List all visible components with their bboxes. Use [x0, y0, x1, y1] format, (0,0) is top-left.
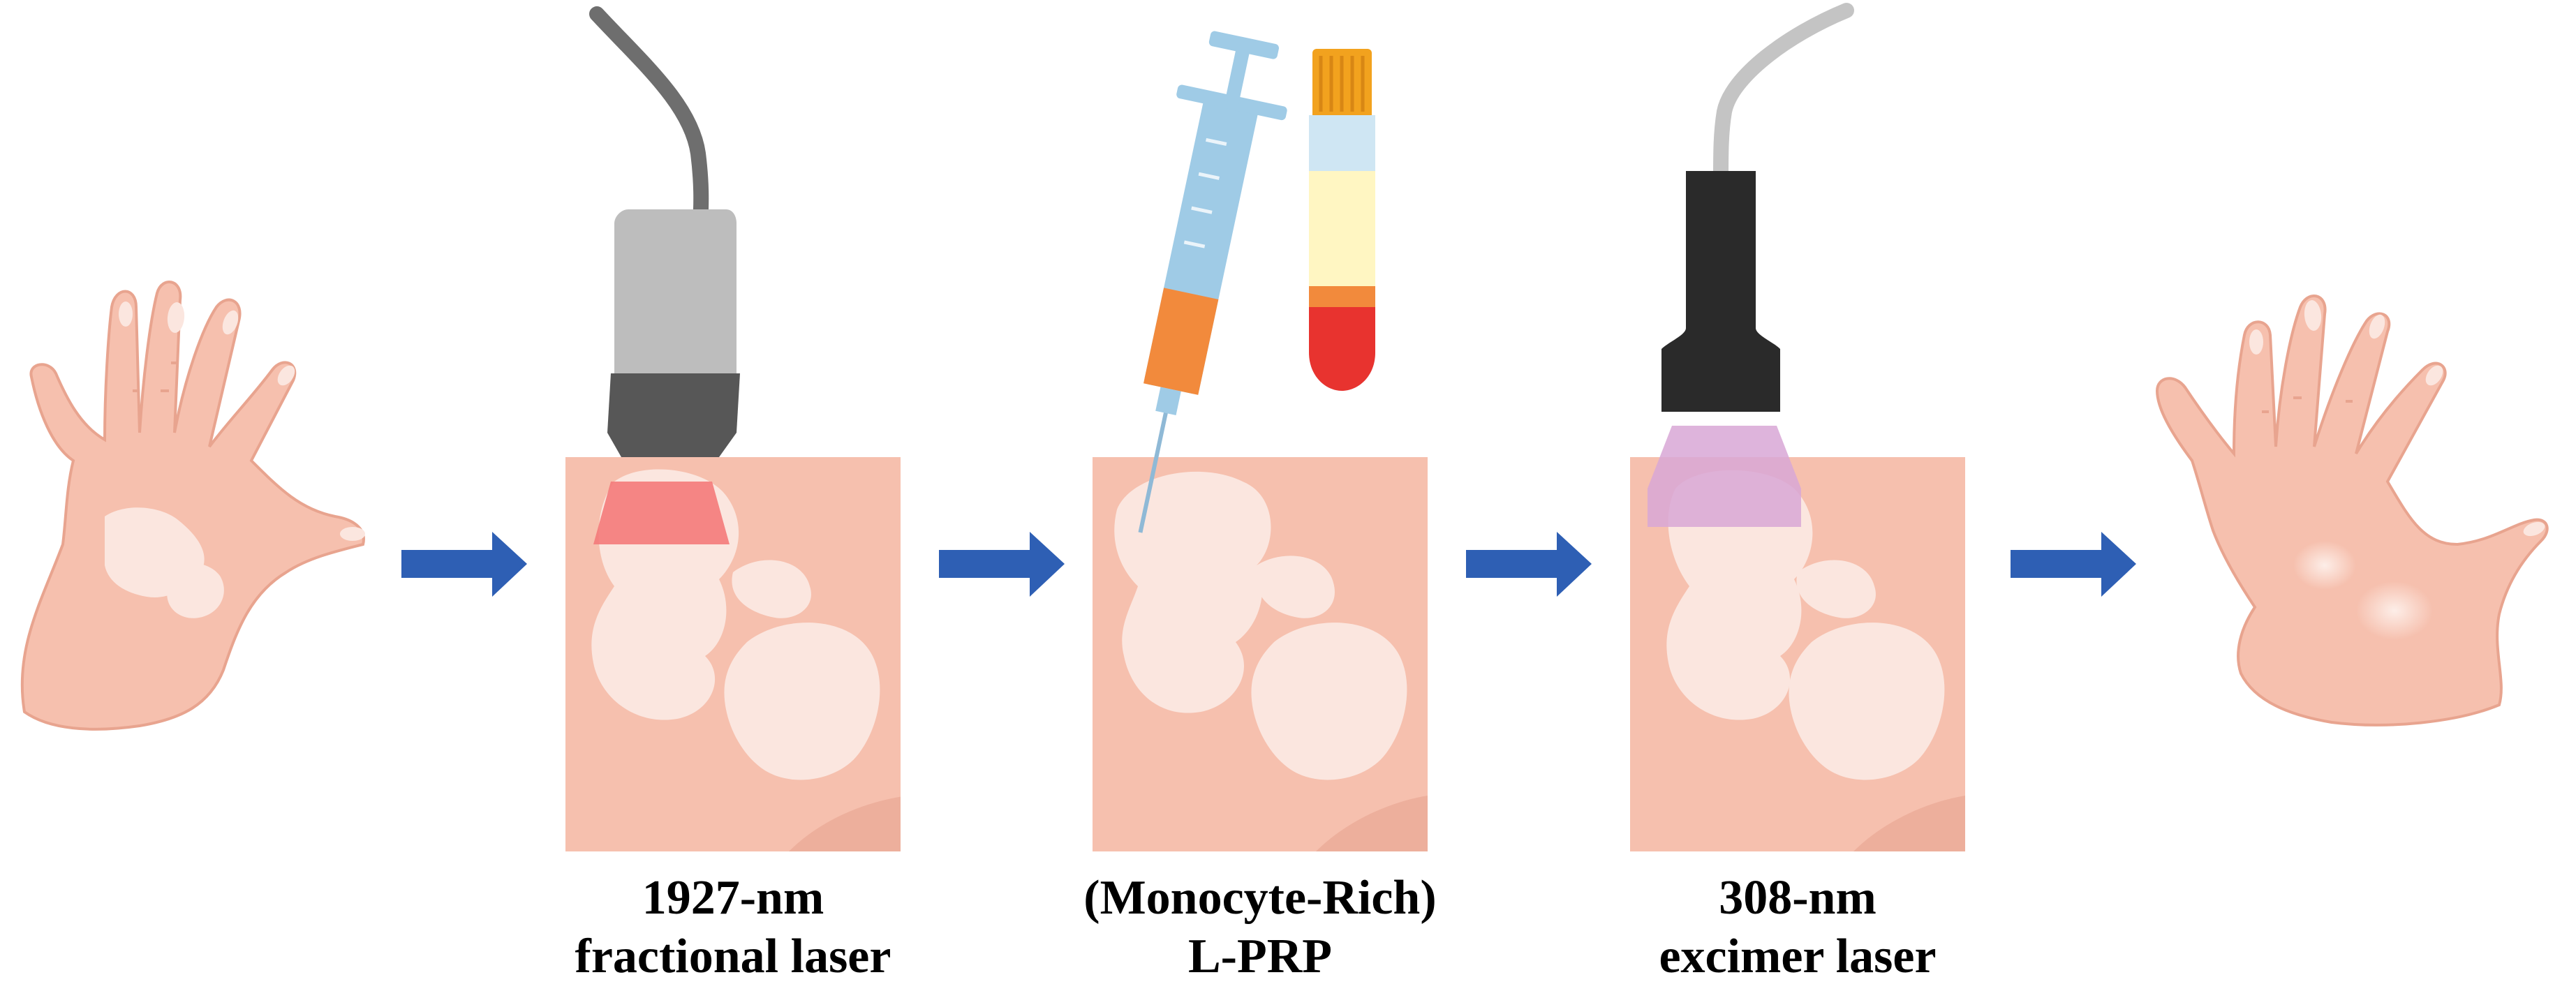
- skin-panel-excimer: [1630, 426, 1965, 851]
- step-3-caption: 308-nm excimer laser: [1588, 869, 2007, 986]
- arrow-2: [939, 532, 1065, 597]
- blood-tube-icon: [1309, 49, 1375, 391]
- step-1-caption-line-1: 1927-nm: [642, 871, 824, 925]
- arrow-3: [1466, 532, 1592, 597]
- step-1-caption-line-2: fractional laser: [575, 930, 891, 983]
- step-3-caption-line-2: excimer laser: [1659, 930, 1937, 983]
- arrow-4: [2011, 532, 2136, 597]
- step-1-caption: 1927-nm fractional laser: [524, 869, 942, 986]
- skin-panel-prp: [1093, 457, 1428, 851]
- step-2-caption: (Monocyte-Rich) L-PRP: [1051, 869, 1470, 986]
- vitiligo-hand-icon: [20, 281, 365, 731]
- skin-panel-fractional: [565, 457, 901, 851]
- excimer-laser-handpiece-icon: [1661, 3, 1854, 412]
- step-2-caption-line-2: L-PRP: [1187, 930, 1333, 983]
- syringe-icon: [1138, 31, 1287, 533]
- step-3-caption-line-1: 308-nm: [1719, 871, 1877, 925]
- step-2-caption-line-1: (Monocyte-Rich): [1083, 871, 1437, 925]
- repigmented-hand-icon: [2155, 295, 2549, 727]
- fractional-laser-handpiece-icon: [589, 6, 740, 457]
- arrow-1: [401, 532, 527, 597]
